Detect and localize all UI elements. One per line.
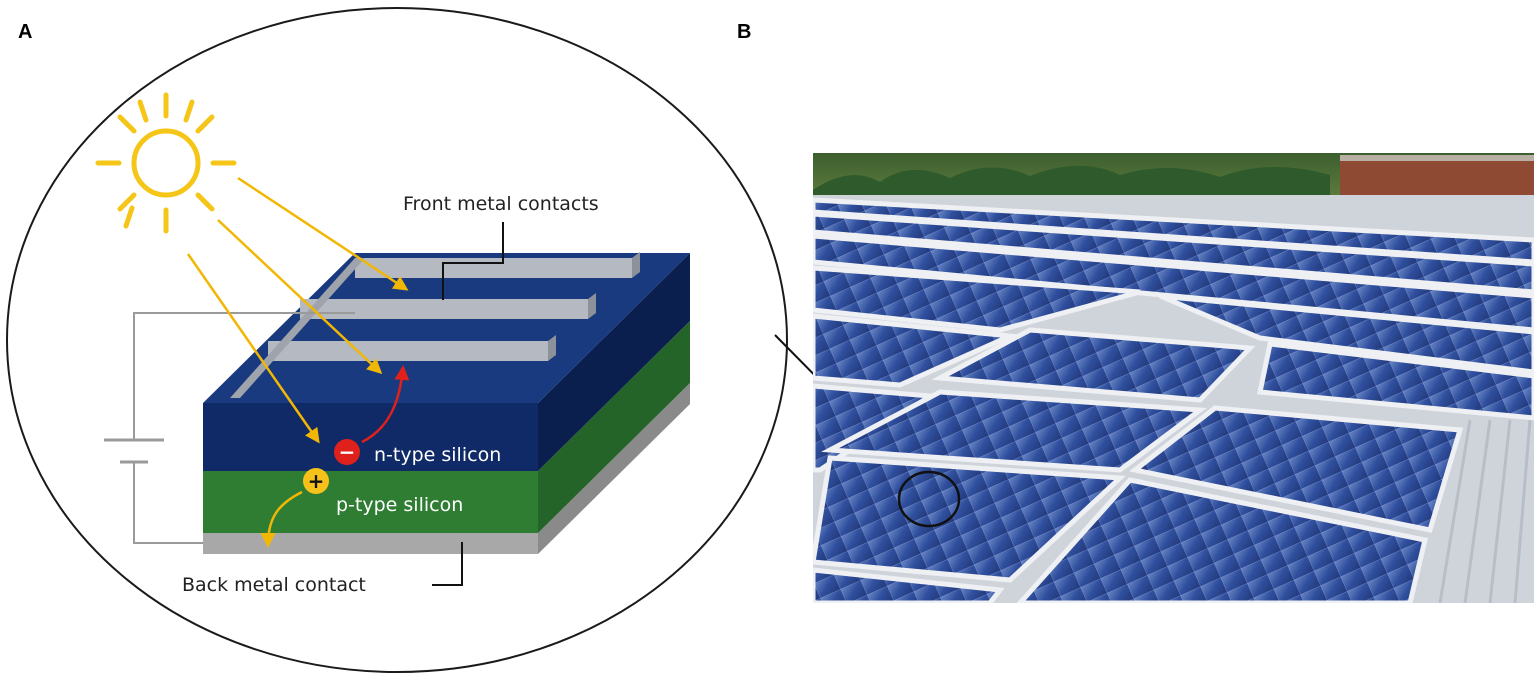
solar-panel-row <box>813 313 1020 388</box>
n-type-label: n-type silicon <box>374 444 501 466</box>
metal-roof <box>1438 419 1532 603</box>
solar-panel-row <box>813 567 1005 603</box>
back-contact-callout: Back metal contact <box>182 574 366 596</box>
hole-charge: + <box>303 468 329 494</box>
p-type-side-face <box>538 321 690 533</box>
electron-path-arrow <box>361 365 410 444</box>
back-contact-front-face <box>203 533 538 554</box>
hole-path-arrow <box>260 490 303 548</box>
front-contact-bar <box>268 341 548 361</box>
panel-b-label: B <box>737 21 751 43</box>
solar-panel-row <box>1256 341 1534 421</box>
solar-panel-row <box>1129 405 1464 533</box>
p-type-label: p-type silicon <box>336 494 463 516</box>
electron-charge: − <box>334 439 360 465</box>
hole-symbol: + <box>308 469 325 493</box>
solar-cell-block <box>203 252 690 554</box>
front-contact-bar <box>300 299 588 319</box>
front-contact-bar <box>355 258 632 278</box>
solar-panel-row <box>931 327 1256 403</box>
solar-array-photo <box>813 153 1534 603</box>
front-contact-bar-side <box>632 252 640 278</box>
n-type-side-face <box>538 253 690 471</box>
external-circuit <box>104 312 355 544</box>
solar-panel-rows <box>813 197 1534 603</box>
solar-panel-row <box>1016 477 1429 603</box>
front-contacts-callout: Front metal contacts <box>403 193 599 215</box>
light-rays <box>186 176 409 444</box>
solar-panel-row <box>813 455 1126 583</box>
solar-panel-row <box>813 211 1534 295</box>
solar-panel-row <box>821 389 1207 473</box>
panel-a: A <box>6 7 788 673</box>
panel-b: B <box>737 21 1534 603</box>
p-type-front-face <box>203 471 538 533</box>
highlight-circle <box>897 470 961 528</box>
sun-icon <box>95 92 237 234</box>
electron-symbol: − <box>339 440 356 464</box>
light-ray-arrow <box>237 176 409 291</box>
solar-panel-row <box>1159 293 1534 375</box>
building <box>1340 155 1534 197</box>
front-contact-bar-side <box>588 293 596 319</box>
light-ray-arrow <box>186 253 320 444</box>
light-ray-arrow <box>217 219 383 375</box>
front-contacts-leader-line <box>442 222 504 300</box>
n-type-top-face <box>203 253 690 403</box>
solar-panel-row <box>813 265 1141 333</box>
solar-panel-row <box>813 233 1534 333</box>
back-contact-leader-line <box>432 542 463 586</box>
panel-a-label: A <box>18 21 32 43</box>
front-contact-bar-side <box>548 335 556 361</box>
solar-panel-row <box>813 197 1534 265</box>
back-contact-side-face <box>538 383 690 554</box>
